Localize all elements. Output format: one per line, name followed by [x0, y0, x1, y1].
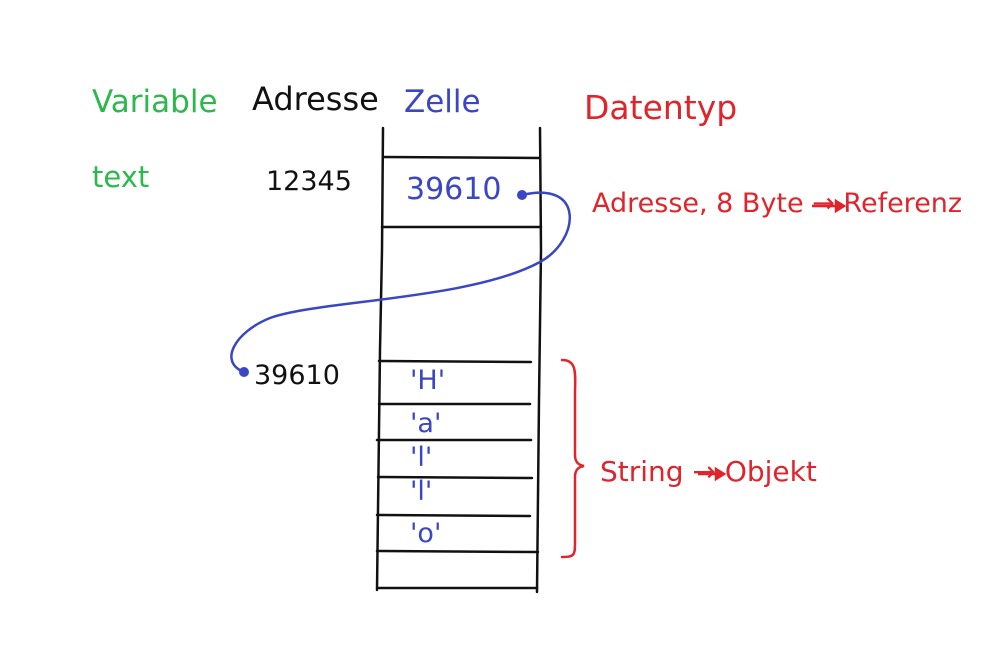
datatype-object-note: String → Objekt	[600, 455, 817, 488]
referenz-arrowhead-icon	[834, 198, 847, 214]
cell-line	[375, 513, 532, 518]
cell-line	[375, 549, 540, 554]
variable-name: text	[92, 160, 150, 194]
header-datentyp: Datentyp	[584, 88, 738, 127]
memory-column-left-border	[375, 126, 385, 592]
char-cell-5: 'o'	[410, 518, 442, 549]
header-adresse: Adresse	[252, 80, 379, 118]
char-cell-4: 'l'	[410, 476, 433, 507]
cell-line	[377, 359, 533, 364]
header-variable: Variable	[92, 84, 218, 120]
reference-end-dot	[239, 367, 249, 377]
char-cell-3: 'l'	[410, 442, 433, 473]
char-cell-2: 'a'	[410, 408, 442, 439]
char-cell-1: 'H'	[410, 365, 446, 396]
datatype-reference-note: Adresse, 8 Byte → Referenz	[592, 188, 963, 219]
cell-value-reference: 39610	[406, 172, 502, 207]
header-zelle: Zelle	[404, 84, 481, 120]
reference-start-dot	[517, 190, 527, 200]
objekt-arrowhead-icon	[714, 466, 727, 482]
cell-line	[381, 155, 542, 160]
memory-column-right-border	[535, 126, 543, 594]
variable-address: 12345	[266, 166, 352, 197]
reference-arrow	[230, 191, 571, 374]
object-brace	[560, 358, 585, 559]
cell-line	[376, 475, 534, 480]
object-address: 39610	[254, 360, 340, 391]
